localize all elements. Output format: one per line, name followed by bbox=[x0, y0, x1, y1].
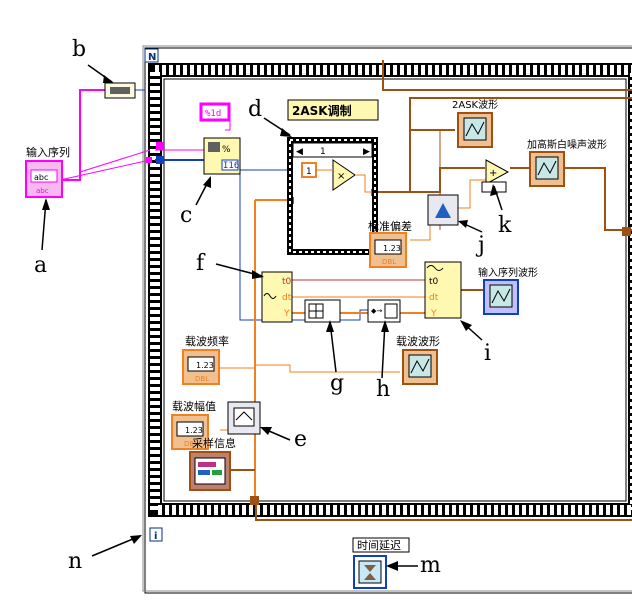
scan-string-node[interactable]: % I16 bbox=[203, 137, 241, 175]
case-left-arrow[interactable]: ◀ bbox=[296, 147, 303, 157]
std-dev-control[interactable]: 1.23 DBL bbox=[369, 232, 407, 268]
i-dt: dt bbox=[429, 293, 439, 303]
multiply-icon: × bbox=[337, 171, 345, 182]
i-t0: t0 bbox=[429, 277, 439, 287]
ih-label: I16 bbox=[223, 161, 239, 171]
while-loop-shadow bbox=[142, 45, 632, 592]
title-box bbox=[287, 99, 379, 121]
carrier-waveform-label: 载波波形 bbox=[396, 335, 440, 348]
std-dev-label: 标准偏差 bbox=[368, 219, 412, 233]
std-dbl: DBL bbox=[382, 258, 396, 266]
std-num: 1.23 bbox=[383, 244, 401, 253]
input-sequence-control[interactable]: abc abc bbox=[25, 160, 63, 198]
format-constant[interactable]: %1d bbox=[199, 102, 231, 122]
freq-dbl: DBL bbox=[195, 375, 209, 383]
while-loop-frame[interactable] bbox=[144, 47, 632, 594]
carrier-wire bbox=[255, 364, 400, 373]
string-wire-b bbox=[79, 149, 151, 173]
add-node[interactable]: + bbox=[485, 159, 510, 185]
loop-count-label: N bbox=[148, 52, 156, 63]
callout-h: h bbox=[376, 377, 390, 402]
callout-b: b bbox=[72, 37, 86, 62]
array-node-g[interactable] bbox=[304, 299, 341, 323]
noise-waveform-graph[interactable] bbox=[529, 151, 565, 187]
noise-to-add bbox=[458, 179, 488, 209]
callout-n: n bbox=[68, 549, 82, 574]
carrier-freq-control[interactable]: 1.23 DBL bbox=[182, 349, 220, 385]
abc-text-small: abc bbox=[36, 187, 49, 195]
percent-glyph: % bbox=[222, 145, 231, 155]
abc-text: abc bbox=[34, 173, 48, 182]
top-wire bbox=[409, 97, 632, 130]
case-selector-label: 1 bbox=[320, 147, 326, 157]
callout-d: d bbox=[248, 97, 262, 122]
amp-dbl: DBL bbox=[184, 440, 198, 448]
freq-num: 1.23 bbox=[196, 361, 214, 370]
format-const-wire bbox=[225, 118, 231, 131]
tunnel-int bbox=[156, 156, 164, 164]
sequence-frame[interactable] bbox=[148, 63, 632, 517]
case-right-arrow[interactable]: ▶ bbox=[363, 147, 370, 157]
carrier-amp-control[interactable]: 1.23 DBL bbox=[171, 414, 209, 450]
case-structure[interactable]: 1 ◀ ▶ bbox=[287, 137, 378, 255]
string-wire-c bbox=[59, 159, 151, 181]
callout-a: a bbox=[34, 253, 47, 278]
gaussian-noise-node[interactable] bbox=[427, 194, 459, 226]
amp-num: 1.23 bbox=[185, 426, 203, 435]
sampling-info-label: 采样信息 bbox=[192, 436, 236, 450]
title-2ask: 2ASK调制 bbox=[292, 103, 352, 118]
array-node-h[interactable]: ◆→ bbox=[367, 299, 401, 323]
f-t0: t0 bbox=[282, 277, 292, 287]
i-y: Y bbox=[430, 309, 437, 319]
wait-node[interactable] bbox=[353, 555, 387, 589]
tunnel-right bbox=[622, 227, 631, 236]
callout-e: e bbox=[294, 427, 307, 452]
build-waveform-node-i[interactable]: t0 dt Y bbox=[424, 261, 462, 319]
iteration-terminal[interactable] bbox=[149, 527, 163, 542]
callout-m: m bbox=[420, 553, 441, 578]
tunnel-bottom bbox=[250, 496, 259, 505]
callout-g: g bbox=[330, 371, 344, 396]
time-delay-label: 时间延迟 bbox=[357, 539, 401, 552]
carrier-amp-label: 载波幅值 bbox=[172, 400, 216, 413]
sampling-info-control[interactable] bbox=[189, 451, 231, 491]
callout-arrows bbox=[41, 64, 503, 571]
bottom-cluster-wire bbox=[255, 500, 632, 521]
tunnel-string bbox=[146, 157, 152, 163]
string-to-array-node[interactable] bbox=[104, 82, 136, 99]
loop-count-terminal[interactable] bbox=[144, 48, 159, 63]
callout-c: c bbox=[180, 203, 192, 228]
f-dt: dt bbox=[282, 293, 292, 303]
ask-waveform-graph[interactable] bbox=[457, 112, 493, 148]
add-icon: + bbox=[489, 168, 497, 179]
input-sequence-label: 输入序列 bbox=[26, 145, 70, 159]
multiply-node[interactable]: × bbox=[332, 159, 356, 191]
callout-f: f bbox=[196, 251, 206, 276]
callout-j: j bbox=[475, 233, 485, 258]
string-wire-a bbox=[60, 89, 105, 181]
input-seq-waveform-graph[interactable] bbox=[483, 279, 519, 315]
top-cluster-wire bbox=[382, 60, 632, 91]
noise-waveform-label: 加高斯白噪声波形 bbox=[527, 138, 607, 151]
format-text: %1d bbox=[205, 109, 221, 119]
const-one-text: 1 bbox=[306, 167, 312, 177]
carrier-waveform-graph[interactable] bbox=[402, 349, 438, 385]
carrier-freq-label: 载波频率 bbox=[185, 334, 229, 348]
h-arrow: ◆→ bbox=[371, 307, 382, 315]
iteration-label: i bbox=[154, 531, 157, 542]
waveform-generator-node[interactable] bbox=[227, 401, 261, 435]
callout-i: i bbox=[484, 341, 491, 366]
time-delay-label-box bbox=[352, 537, 410, 553]
f-y: Y bbox=[283, 309, 290, 319]
tunnel-string-2 bbox=[156, 142, 164, 150]
input-seq-waveform-label: 输入序列波形 bbox=[478, 266, 538, 279]
build-waveform-node[interactable]: t0 dt Y bbox=[261, 271, 293, 323]
mult-out-wire bbox=[355, 174, 372, 193]
callout-k: k bbox=[498, 213, 512, 238]
ask-waveform-label: 2ASK波形 bbox=[452, 98, 498, 111]
